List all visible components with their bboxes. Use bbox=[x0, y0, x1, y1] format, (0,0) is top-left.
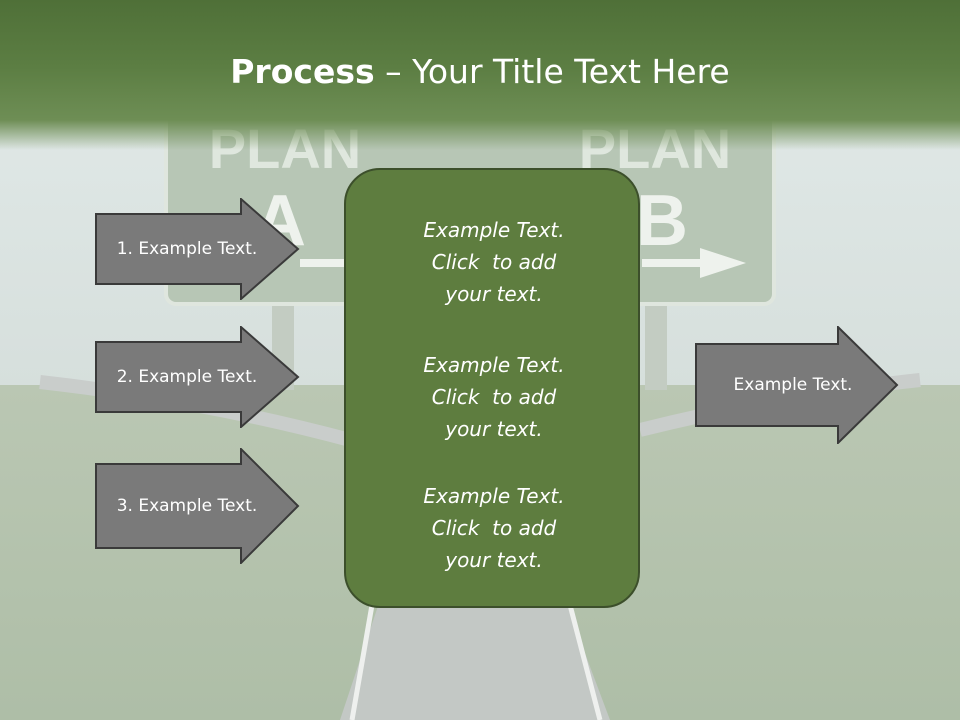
title-rest: – Your Title Text Here bbox=[374, 52, 730, 91]
sign-arrow-right-icon bbox=[642, 248, 746, 278]
right-arrow-label: Example Text. bbox=[733, 375, 853, 395]
arrow-right-icon bbox=[95, 448, 300, 564]
left-arrow-2-label: 2. Example Text. bbox=[116, 367, 258, 387]
left-arrow-3[interactable]: 3. Example Text. bbox=[95, 448, 300, 564]
right-arrow[interactable]: Example Text. bbox=[695, 326, 900, 444]
center-block-1[interactable]: Example Text. Click to add your text. bbox=[346, 214, 642, 310]
center-block-1-line3: your text. bbox=[445, 282, 543, 306]
center-block-3[interactable]: Example Text. Click to add your text. bbox=[346, 480, 642, 576]
left-arrow-2[interactable]: 2. Example Text. bbox=[95, 326, 300, 428]
sign-arrow-left-icon bbox=[300, 259, 344, 267]
title-bar bbox=[0, 0, 960, 150]
left-arrow-3-label: 3. Example Text. bbox=[116, 496, 258, 516]
center-block-2-line2: Click to add bbox=[431, 385, 557, 409]
center-block-2-line3: your text. bbox=[445, 417, 543, 441]
left-arrow-1[interactable]: 1. Example Text. bbox=[95, 198, 300, 300]
center-block-3-line1: Example Text. bbox=[423, 484, 565, 508]
center-block-3-line3: your text. bbox=[445, 548, 543, 572]
center-text-box[interactable]: Example Text. Click to add your text. Ex… bbox=[344, 168, 640, 608]
road bbox=[340, 600, 610, 720]
arrow-right-icon bbox=[695, 326, 899, 444]
center-block-3-line2: Click to add bbox=[431, 516, 557, 540]
slide-title: Process – Your Title Text Here bbox=[0, 52, 960, 91]
arrow-right-icon bbox=[95, 198, 300, 300]
left-arrow-1-label: 1. Example Text. bbox=[116, 239, 258, 259]
sign-right-letter: B bbox=[636, 181, 688, 261]
arrow-right-icon bbox=[95, 326, 300, 428]
center-block-1-line1: Example Text. bbox=[423, 218, 565, 242]
center-block-2[interactable]: Example Text. Click to add your text. bbox=[346, 349, 642, 445]
center-block-2-line1: Example Text. bbox=[423, 353, 565, 377]
center-block-1-line2: Click to add bbox=[431, 250, 557, 274]
title-bold: Process bbox=[230, 52, 375, 91]
